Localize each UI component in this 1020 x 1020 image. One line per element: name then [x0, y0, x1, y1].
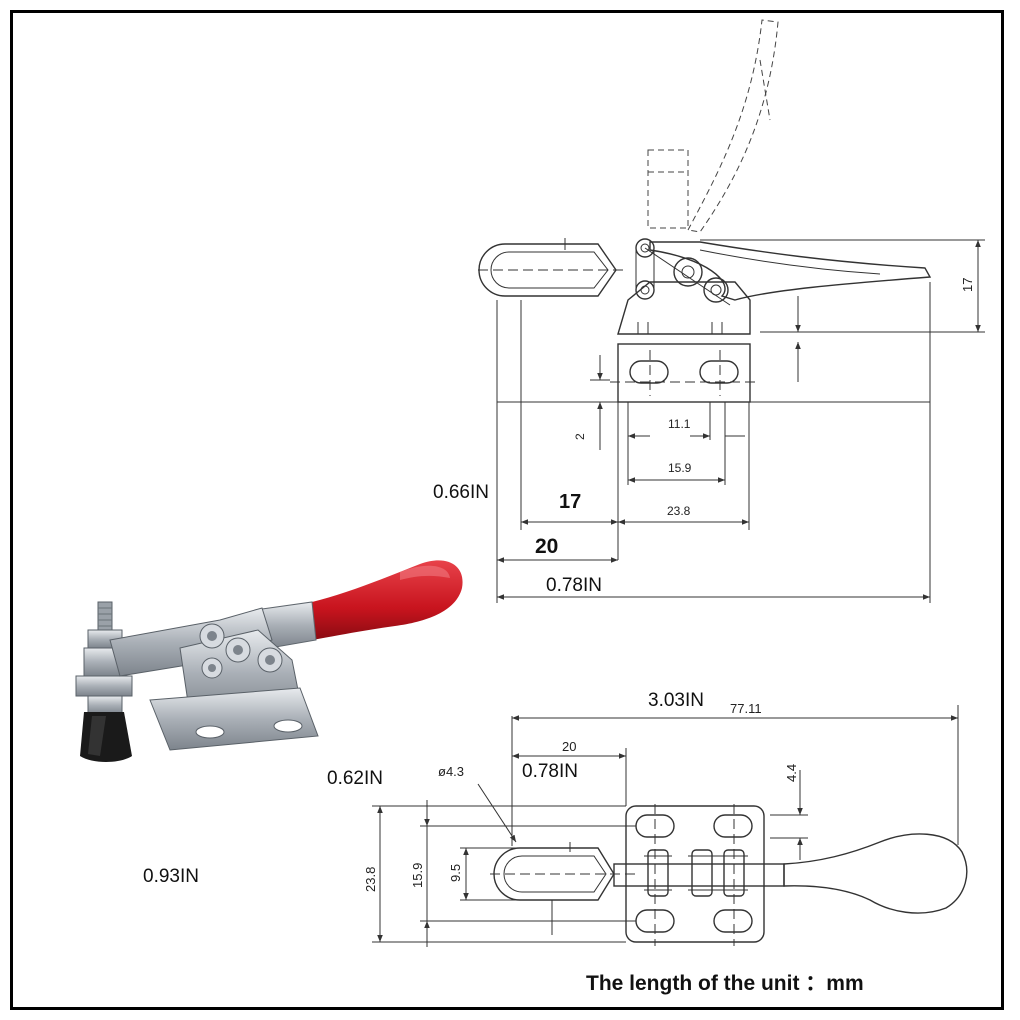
side-view: 17 2 11.1 15.9 17 23.8 20 0.66IN 0.78IN	[433, 19, 985, 603]
rubber-tip	[80, 712, 132, 762]
dim-4-4: 4.4	[784, 764, 799, 782]
dim-2: 2	[573, 433, 587, 440]
dim-20-top: 20	[562, 739, 576, 754]
label-0-78in-side: 0.78IN	[546, 575, 602, 596]
label-0-62in: 0.62IN	[327, 768, 383, 789]
label-0-93in: 0.93IN	[143, 866, 199, 887]
dim-20-bold: 20	[535, 535, 558, 558]
dim-15-9-top: 15.9	[410, 863, 425, 888]
label-0-66in: 0.66IN	[433, 482, 489, 503]
dim-23-8-top: 23.8	[363, 867, 378, 892]
figure-frame	[10, 10, 1004, 1010]
top-view: 77.11 3.03IN 20 0.78IN 4.4 ø4.3 0.62IN 2…	[327, 690, 968, 947]
toggle-clamp-photo	[75, 560, 463, 762]
dim-15-9-side: 15.9	[668, 461, 692, 475]
dim-hole-dia: ø4.3	[438, 764, 464, 779]
dim-11-1: 11.1	[668, 417, 691, 431]
dim-77-11: 77.11	[730, 701, 762, 716]
red-handle-grip	[312, 560, 463, 640]
unit-note: The length of the unit ：mm	[586, 972, 864, 995]
label-3-03in: 3.03IN	[648, 690, 704, 711]
dim-17-height: 17	[960, 278, 975, 292]
dim-23-8-side: 23.8	[667, 504, 691, 518]
dim-17-bold: 17	[559, 491, 581, 513]
dim-9-5: 9.5	[448, 864, 463, 882]
label-0-78in-top: 0.78IN	[522, 761, 578, 782]
